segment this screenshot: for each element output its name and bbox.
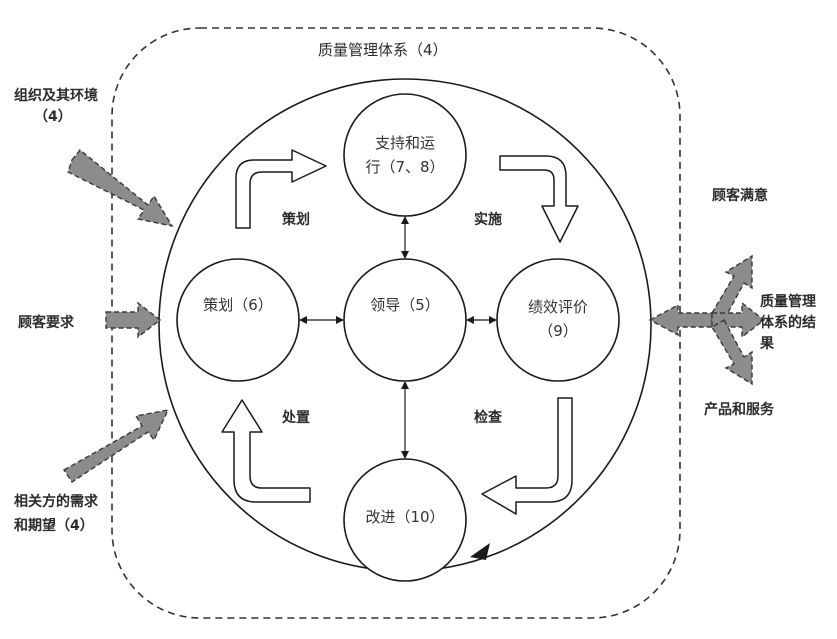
do-hollow-arrow	[499, 155, 579, 243]
output-qms-results-line2: 体系的结	[760, 315, 816, 331]
system-title: 质量管理体系（4）	[318, 41, 448, 59]
improvement-node	[343, 458, 467, 582]
input-organization-context-line2: （4）	[34, 109, 72, 125]
cycle-arrowhead	[470, 543, 490, 560]
node-performance-line1: 绩效评价	[527, 298, 588, 316]
node-support-operation-line1: 支持和运	[374, 134, 435, 152]
node-support-operation-line2: 行（7、8）	[365, 158, 445, 176]
output-arrow-main	[648, 303, 713, 337]
cycle-label-plan: 策划	[282, 212, 310, 228]
cycle-label-check: 检查	[474, 410, 502, 426]
support-operation-node	[343, 93, 467, 217]
output-products-services: 产品和服务	[704, 402, 774, 418]
input-arrow-organization	[67, 149, 174, 228]
node-improvement: 改进（10）	[365, 508, 445, 526]
input-arrow-interested-parties	[62, 409, 170, 483]
planning-node	[176, 258, 300, 382]
cycle-label-do: 实施	[474, 212, 502, 228]
input-interested-parties-line1: 相关方的需求	[14, 494, 98, 510]
input-interested-parties-line2: 和期望（4）	[14, 518, 94, 534]
node-performance-line2: （9）	[538, 322, 578, 340]
act-hollow-arrow	[221, 399, 311, 503]
output-arrow-products-services	[711, 319, 753, 386]
performance-node	[496, 258, 620, 382]
plan-hollow-arrow	[235, 149, 327, 229]
input-organization-context-line1: 组织及其环境	[14, 88, 98, 104]
output-qms-results-line3: 果	[760, 336, 774, 352]
node-planning: 策划（6）	[203, 296, 273, 314]
input-arrow-customer-requirements	[105, 301, 162, 339]
input-customer-requirements: 顾客要求	[18, 315, 74, 331]
output-arrow-customer-satisfaction	[711, 254, 753, 321]
output-customer-satisfaction: 顾客满意	[712, 188, 768, 204]
cycle-label-act: 处置	[282, 410, 310, 426]
output-qms-results-line1: 质量管理	[760, 294, 816, 310]
node-leadership: 领导（5）	[370, 296, 440, 314]
leadership-node	[343, 258, 467, 382]
check-hollow-arrow	[481, 397, 573, 515]
